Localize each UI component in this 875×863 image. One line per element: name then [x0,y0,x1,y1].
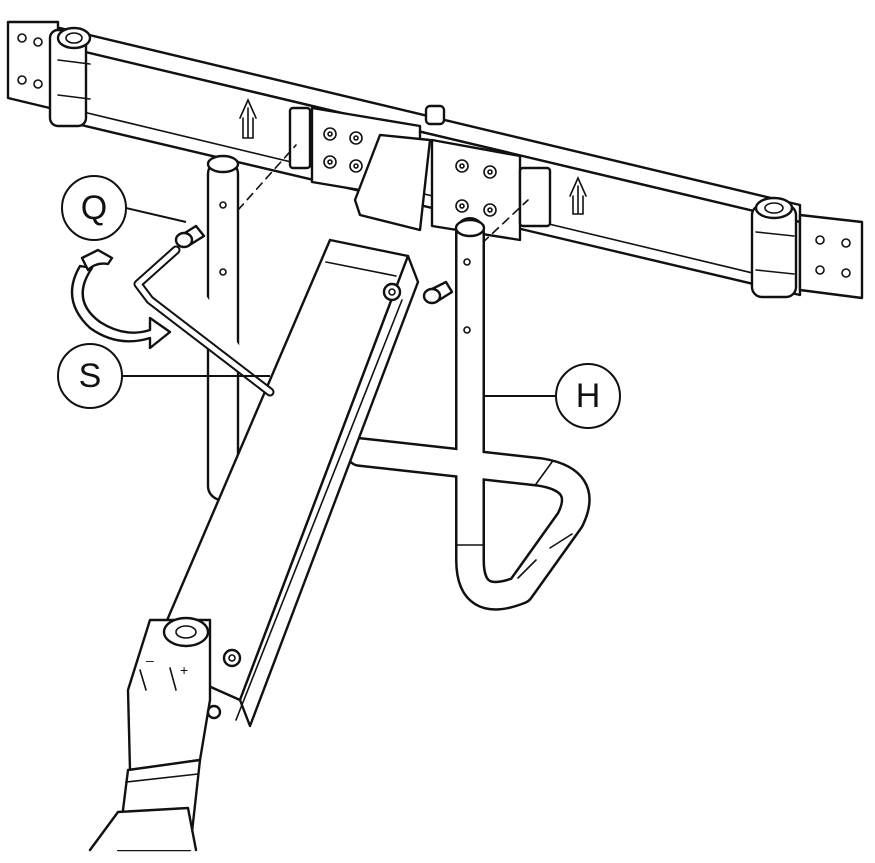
crossbar [6,20,864,300]
callout-s-label: S [79,357,102,395]
svg-text:–: – [146,652,154,668]
callout-h: H [485,363,621,429]
callout-s: S [57,343,270,409]
left-end-bracket [6,20,92,128]
right-end-bracket [750,196,864,300]
hex-key-s [133,245,275,397]
screw-q [174,224,206,249]
up-arrow-right-icon [569,176,587,215]
screw-right [422,280,454,305]
svg-text:+: + [180,662,188,678]
rotate-arrow-icon [70,248,172,350]
center-mount-plate [237,106,552,263]
callout-q: Q [61,175,187,241]
handle-h [345,217,591,611]
up-arrow-left-icon [239,98,257,139]
callout-q-label: Q [81,189,107,227]
callout-h-label: H [576,377,601,415]
main-arm: + – [88,238,420,852]
